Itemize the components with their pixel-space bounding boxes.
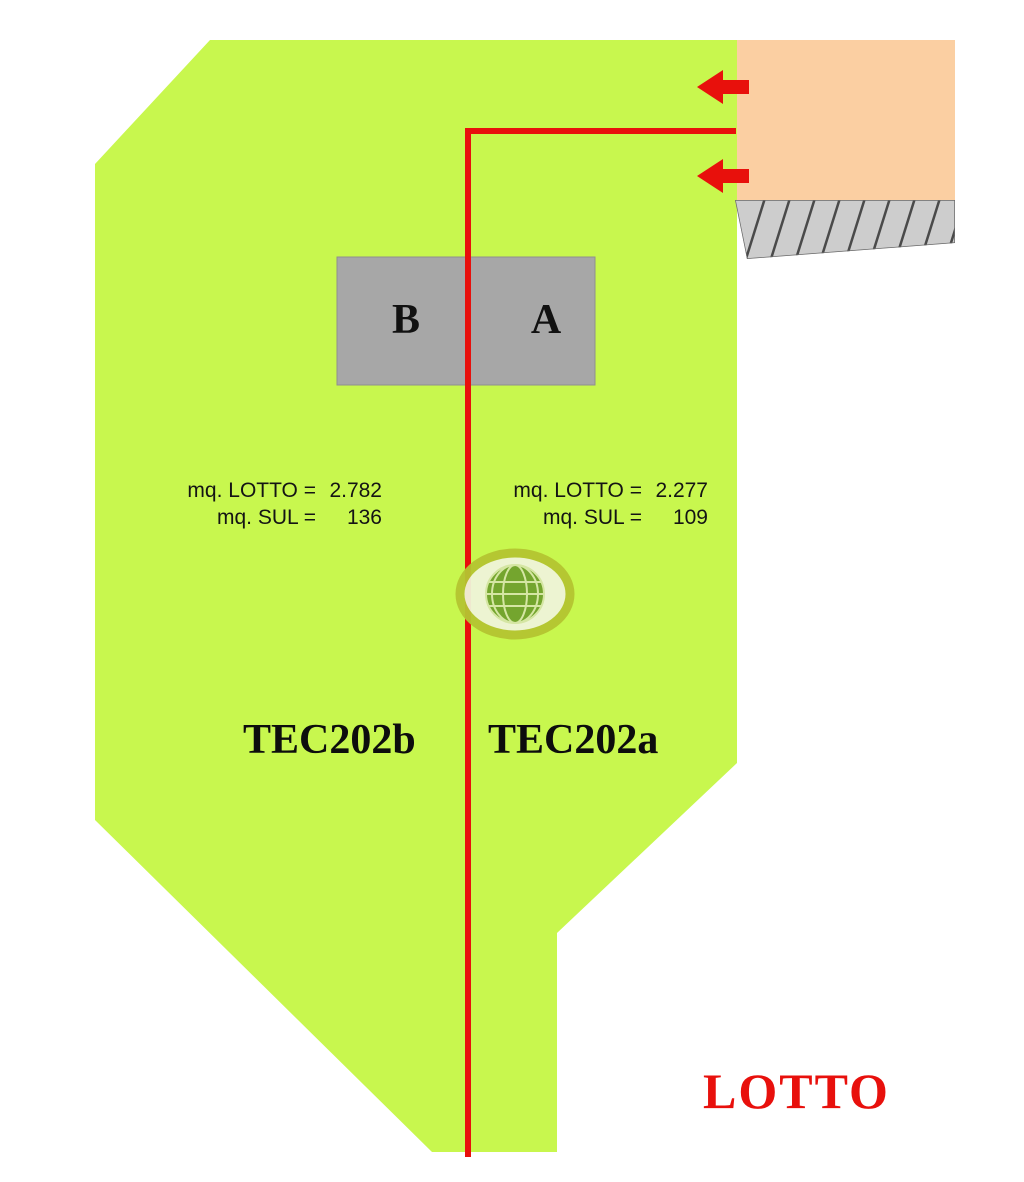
adjacent-parcel (737, 40, 955, 200)
parcel-right-area-row: mq. LOTTO = 2.277 (488, 477, 708, 504)
area-value: 2.782 (329, 479, 382, 502)
parcel-code-right: TEC202a (488, 717, 659, 763)
area-label: mq. LOTTO = (513, 479, 642, 502)
sul-value: 109 (672, 506, 708, 529)
parcel-code-left: TEC202b (243, 717, 416, 763)
sul-label: mq. SUL = (542, 506, 642, 529)
road-hatch (735, 200, 955, 259)
access-arrow-icon (697, 70, 749, 104)
lot-polygon (95, 40, 737, 1152)
road-strip (735, 200, 955, 259)
parcel-left-metrics: mq. LOTTO = 2.782 mq. SUL = 136 (160, 477, 382, 531)
building-unit-a-label: A (530, 297, 562, 343)
area-value: 2.277 (655, 479, 708, 502)
access-arrow-icon (697, 159, 749, 193)
globe-logo-icon (455, 548, 575, 640)
lot-divider-line (465, 128, 736, 1157)
area-label: mq. LOTTO = (187, 479, 316, 502)
parcel-right-sul-row: mq. SUL = 109 (488, 504, 708, 531)
parcel-right-metrics: mq. LOTTO = 2.277 mq. SUL = 109 (488, 477, 708, 531)
sul-label: mq. SUL = (216, 506, 316, 529)
lotto-legend-label: LOTTO (703, 1063, 890, 1119)
parcel-left-area-row: mq. LOTTO = 2.782 (160, 477, 382, 504)
parcel-left-sul-row: mq. SUL = 136 (160, 504, 382, 531)
building-unit-b-label: B (391, 297, 420, 343)
sul-value: 136 (346, 506, 382, 529)
